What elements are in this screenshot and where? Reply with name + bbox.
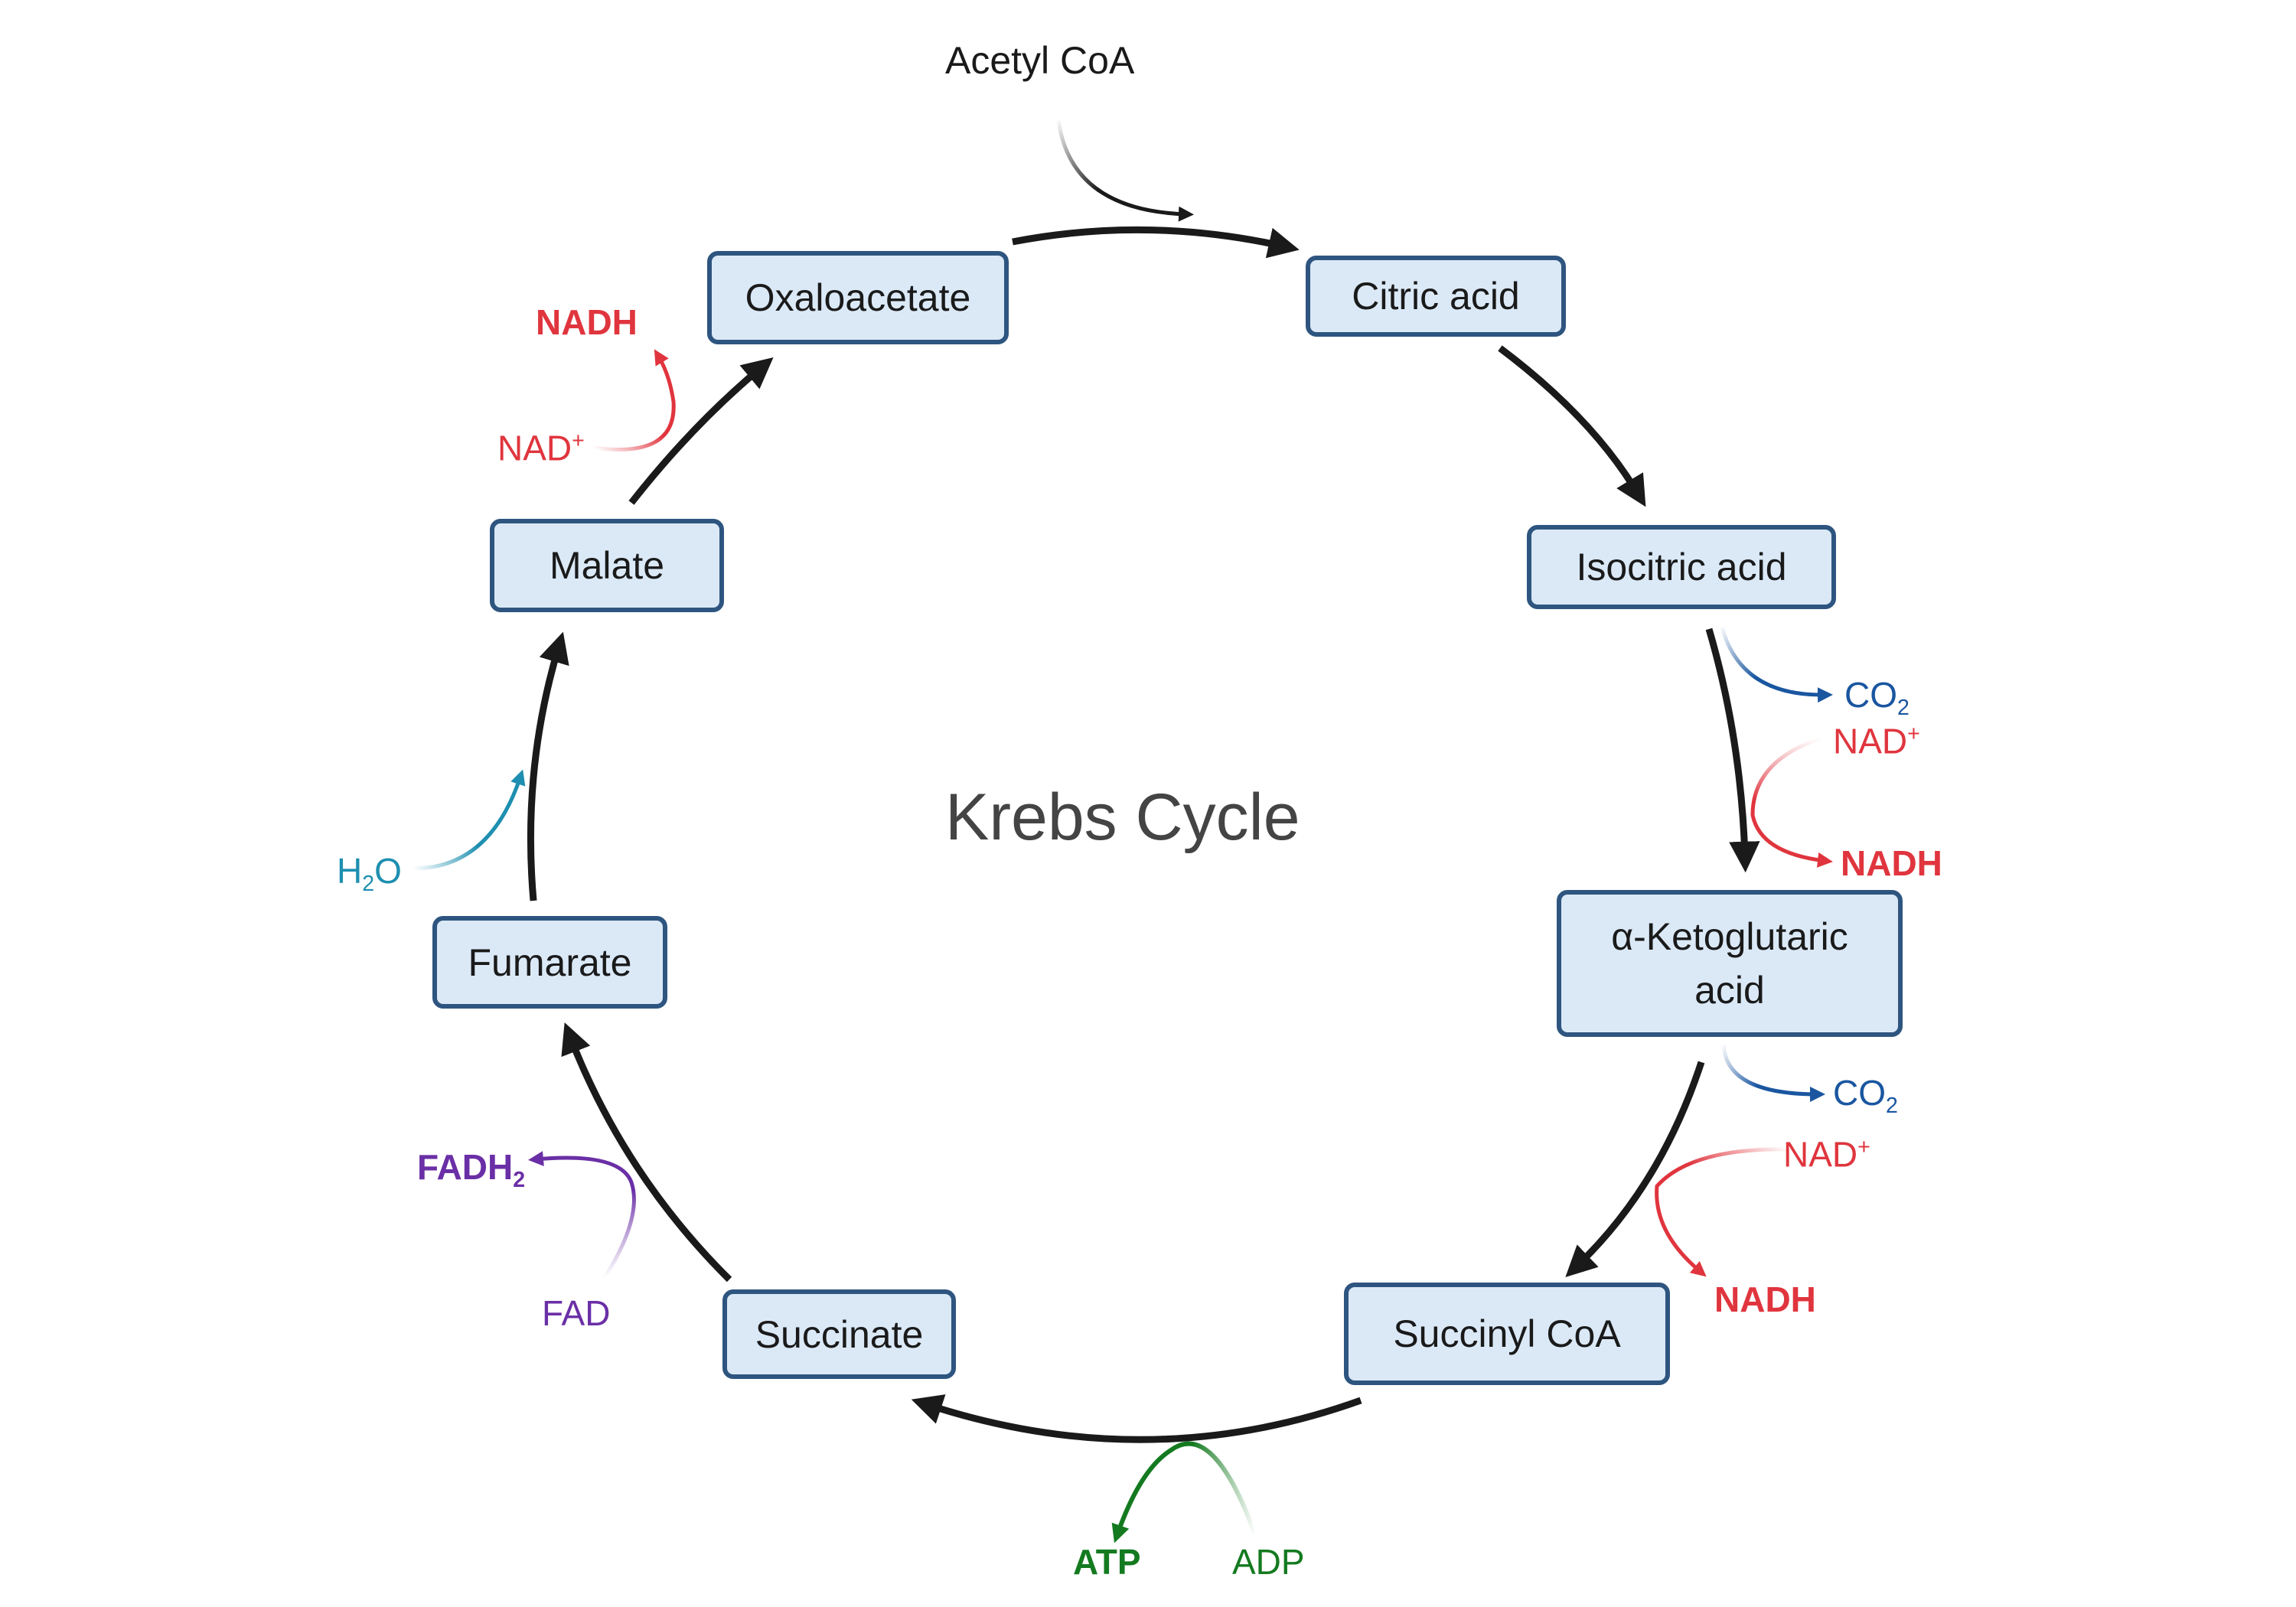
arrow-mal-nad-to-nadh [592, 349, 676, 451]
iso-nad-label: NAD+ [1833, 721, 1920, 761]
arrow-fad-to-fadh2 [528, 1151, 636, 1279]
adp-label: ADP [1232, 1542, 1305, 1582]
kg-nad-superscript: + [1857, 1135, 1870, 1159]
arrow-ketoglutaric-to-succinyl [1565, 1061, 1705, 1277]
iso-nadh-label: NADH [1841, 843, 1942, 883]
fadh2-label: FADH2 [417, 1149, 525, 1191]
node-citric-acid-label: Citric acid [1352, 275, 1520, 318]
diagram-title: Krebs Cycle [945, 781, 1300, 854]
node-succinate: Succinate [722, 1289, 956, 1379]
h2o-h-text: H [337, 851, 363, 891]
iso-co2-text: CO [1844, 675, 1897, 715]
arrow-malate-to-oxaloacetate [628, 357, 774, 505]
arrow-h2o-in [413, 769, 526, 871]
mal-nadh-label: NADH [536, 302, 638, 342]
node-succinate-label: Succinate [755, 1312, 924, 1356]
fadh2-subscript: 2 [513, 1168, 526, 1193]
kg-co2-subscript: 2 [1886, 1094, 1898, 1119]
node-oxaloacetate: Oxaloacetate [707, 251, 1009, 344]
kg-nad-label: NAD+ [1783, 1136, 1870, 1172]
mal-nad-superscript: + [572, 429, 585, 453]
iso-co2-subscript: 2 [1897, 696, 1910, 721]
node-malate-label: Malate [549, 544, 665, 587]
kg-nadh-label: NADH [1714, 1279, 1816, 1319]
iso-nad-superscript: + [1907, 722, 1920, 746]
node-isocitric-acid: Isocitric acid [1527, 525, 1836, 609]
fad-label: FAD [542, 1293, 611, 1333]
atp-label: ATP [1073, 1542, 1141, 1582]
arrow-iso-nad-to-nadh [1750, 736, 1833, 868]
node-citric-acid: Citric acid [1306, 256, 1566, 337]
arrow-succinyl-to-succinate [911, 1394, 1362, 1443]
acetyl-coa-label: Acetyl CoA [945, 39, 1135, 82]
node-malate: Malate [490, 519, 724, 612]
node-succinyl-coa: Succinyl CoA [1344, 1283, 1670, 1385]
kg-nad-text: NAD [1783, 1134, 1858, 1175]
node-ketoglutaric-acid: α-Ketoglutaric acid [1557, 890, 1903, 1037]
iso-co2-label: CO2 [1844, 677, 1910, 719]
node-ketoglutaric-label-line1: α-Ketoglutaric [1611, 915, 1848, 958]
node-succinyl-coa-label: Succinyl CoA [1393, 1312, 1621, 1355]
kg-co2-text: CO [1833, 1073, 1886, 1113]
arrow-succinate-to-fumarate [561, 1022, 732, 1283]
node-isocitric-acid-label: Isocitric acid [1576, 546, 1787, 588]
node-fumarate-label: Fumarate [468, 940, 632, 984]
node-ketoglutaric-label-line2: acid [1694, 969, 1765, 1012]
arrow-citric-to-isocitric [1498, 345, 1646, 507]
iso-nad-text: NAD [1833, 721, 1908, 761]
arrow-kg-nad-to-nadh [1655, 1147, 1788, 1277]
node-oxaloacetate-label: Oxaloacetate [745, 276, 971, 319]
fadh2-text: FADH [417, 1147, 514, 1187]
arrow-kg-co2-out [1721, 1044, 1825, 1102]
arrow-fumarate-to-malate [527, 631, 569, 901]
h2o-label: H2O [337, 853, 402, 895]
arrow-adp-to-atp [1111, 1441, 1257, 1543]
mal-nad-label: NAD+ [497, 428, 585, 468]
arrow-iso-co2-out [1720, 627, 1833, 703]
kg-co2-label: CO2 [1833, 1075, 1898, 1117]
h2o-subscript: 2 [362, 872, 375, 897]
h2o-o-text: O [374, 851, 402, 891]
mal-nad-text: NAD [497, 428, 572, 468]
arrow-oxaloacetate-to-citric [1012, 226, 1300, 259]
arrow-acetyl-coa-in [1056, 120, 1194, 222]
node-fumarate: Fumarate [432, 916, 667, 1009]
arrow-isocitric-to-ketoglutaric [1705, 627, 1760, 873]
